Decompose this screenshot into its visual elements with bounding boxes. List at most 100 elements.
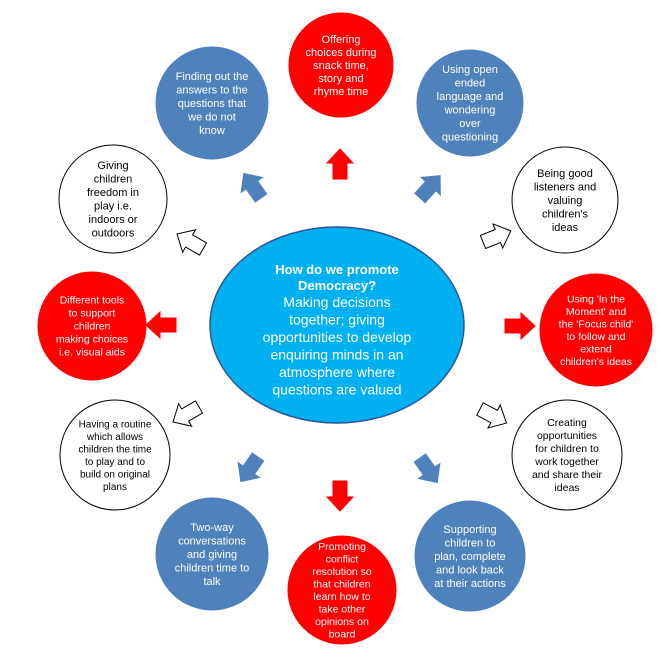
node-line: conversations	[178, 535, 246, 547]
node-line: and giving	[187, 549, 237, 561]
center-body-line: questions are valued	[272, 382, 401, 398]
node-line: indoors or	[89, 214, 138, 226]
node-line: ideas	[554, 482, 579, 494]
node-line: outdoors	[92, 228, 135, 240]
node-line: answers to the	[176, 84, 248, 96]
node-line: Different tools	[60, 295, 125, 307]
node-line: children's	[542, 208, 589, 220]
node-line: Being good	[537, 168, 593, 180]
node-line: Two-way	[190, 522, 234, 534]
node-circle-bottom	[287, 535, 397, 645]
node-line: snack time,	[313, 60, 369, 72]
node-line: listeners and	[534, 181, 596, 193]
node-line: story and	[318, 73, 363, 85]
node-line: children time to	[175, 562, 250, 574]
node-circle-top-right	[416, 49, 524, 157]
node-line: Offering	[322, 34, 361, 46]
node-line: Moment' and	[566, 306, 627, 318]
node-line: wondering	[444, 105, 496, 117]
node-line: work together	[534, 456, 599, 468]
node-circle-top-left	[155, 46, 269, 160]
center-body-line: Making decisions	[283, 294, 390, 310]
node-line: to follow and	[567, 331, 626, 343]
node-line: board	[329, 628, 356, 640]
node-line: freedom in	[87, 187, 139, 199]
node-line: Having a routine	[79, 419, 152, 430]
node-line: questions that	[178, 98, 247, 110]
node-line: questioning	[442, 132, 498, 144]
node-line: Giving	[97, 160, 128, 172]
arrow-right-lower	[476, 402, 508, 429]
node-line: children the time	[78, 444, 152, 455]
center-body-line: enquiring minds in an	[270, 347, 403, 363]
node-line: talk	[203, 576, 221, 588]
node-line: that children	[313, 578, 370, 590]
arrow-bottom	[325, 480, 355, 512]
node-line: children's ideas	[560, 356, 632, 368]
center-title-line: Democracy?	[298, 278, 376, 293]
node-line: language and	[437, 91, 504, 103]
arrow-right	[504, 311, 536, 341]
node-line: ideas	[552, 222, 579, 234]
node-line: plan, complete	[434, 551, 506, 563]
node-line: children to	[445, 537, 496, 549]
node-line: know	[199, 125, 225, 137]
node-circle-top	[288, 12, 394, 118]
node-line: i.e. visual aids	[59, 347, 125, 359]
node-circle-right	[539, 273, 653, 387]
node-circle-bottom-left	[155, 497, 269, 611]
node-circle-left-lower	[59, 399, 171, 511]
center-ellipse	[209, 226, 465, 424]
node-line: at their actions	[434, 578, 506, 590]
node-line: and share their	[532, 469, 603, 481]
node-line: to play and to	[85, 457, 145, 468]
node-line: conflict	[326, 553, 359, 565]
node-line: Using 'In the	[567, 293, 625, 305]
node-line: Finding out the	[176, 71, 249, 83]
node-circle-left	[37, 271, 147, 381]
arrow-left	[145, 310, 177, 340]
node-line: which allows	[86, 432, 143, 443]
center-body-line: atmosphere where	[279, 364, 395, 380]
node-line: play i.e.	[94, 201, 132, 213]
node-line: making choices	[56, 334, 128, 346]
node-line: Creating	[547, 417, 587, 429]
node-line: we do not	[187, 111, 236, 123]
node-line: and look back	[436, 564, 504, 576]
node-circle-right-upper	[511, 146, 619, 254]
center-title-line: How do we promote	[275, 262, 399, 277]
arrow-bottom-left	[237, 452, 265, 483]
arrow-bottom-right	[413, 453, 441, 484]
arrow-left-lower	[172, 400, 204, 428]
node-circle-left-upper	[58, 144, 168, 254]
node-line: plans	[103, 482, 127, 493]
node-circle-right-lower	[511, 399, 623, 511]
node-line: the 'Focus child'	[559, 318, 634, 330]
arrow-left-upper	[176, 228, 208, 256]
node-line: opinions on	[315, 616, 369, 628]
node-line: children	[74, 321, 111, 333]
